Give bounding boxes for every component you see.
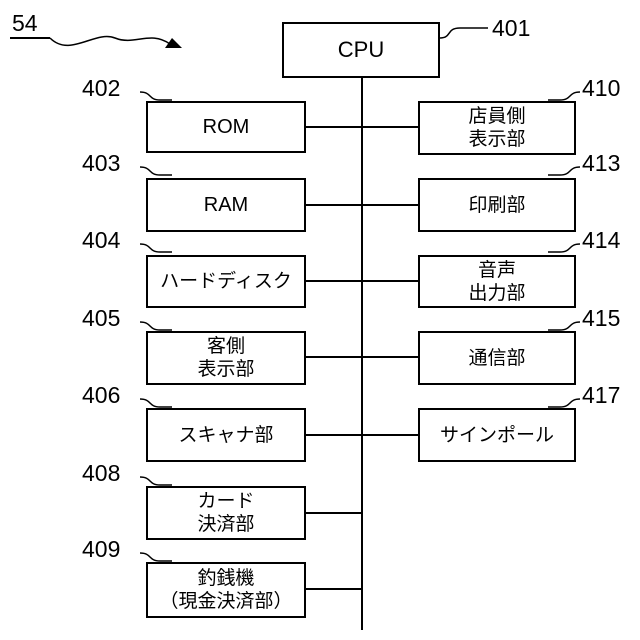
audio-output-label-line2: 出力部 [468,282,525,305]
leader-401 [440,28,488,38]
rom-block: ROM [146,101,306,153]
ram-block: RAM [146,178,306,232]
change-machine-label-line2: （現金決済部） [159,590,292,613]
rom-label: ROM [203,115,250,139]
ref-417: 417 [582,384,620,407]
ref-401: 401 [492,17,530,40]
ram-label: RAM [204,193,248,217]
printer-label: 印刷部 [468,194,525,217]
audio-output-block: 音声 出力部 [418,255,576,308]
card-payment-block: カード 決済部 [146,486,306,540]
figure-label: 54 [12,12,38,35]
leader-409 [140,553,172,561]
ref-410: 410 [582,77,620,100]
figure-wavy-leader [50,37,170,46]
leader-415 [548,322,580,330]
ref-405: 405 [82,307,120,330]
change-machine-block: 釣銭機 （現金決済部） [146,562,306,618]
ref-409: 409 [82,538,120,561]
leader-403 [140,167,172,175]
leader-410 [548,92,580,100]
leader-417 [548,399,580,407]
card-payment-label-line1: カード [197,490,254,513]
card-payment-label-line2: 決済部 [197,513,254,536]
clerk-display-label-line1: 店員側 [468,105,525,128]
communication-block: 通信部 [418,331,576,385]
scanner-label: スキャナ部 [178,424,273,447]
ref-406: 406 [82,384,120,407]
clerk-display-block: 店員側 表示部 [418,101,576,155]
leader-402 [140,92,172,100]
leader-408 [140,477,172,485]
ref-414: 414 [582,229,620,252]
leader-413 [548,167,580,175]
leader-404 [140,244,172,252]
ref-402: 402 [82,77,120,100]
sign-pole-label: サインポール [440,424,554,447]
customer-display-label-line2: 表示部 [197,358,254,381]
leader-405 [140,322,172,330]
audio-output-label-line1: 音声 [468,259,525,282]
customer-display-label-line1: 客側 [197,335,254,358]
clerk-display-label-line2: 表示部 [468,128,525,151]
cpu-label: CPU [338,37,384,63]
leader-414 [548,244,580,252]
printer-block: 印刷部 [418,178,576,232]
scanner-block: スキャナ部 [146,408,306,462]
leader-406 [140,399,172,407]
hard-disk-block: ハードディスク [146,255,306,308]
communication-label: 通信部 [468,347,525,370]
sign-pole-block: サインポール [418,408,576,462]
ref-413: 413 [582,152,620,175]
cpu-block: CPU [282,22,440,78]
ref-403: 403 [82,152,120,175]
change-machine-label-line1: 釣銭機 [159,567,292,590]
ref-404: 404 [82,229,120,252]
customer-display-block: 客側 表示部 [146,331,306,385]
hard-disk-label: ハードディスク [160,270,292,293]
ref-408: 408 [82,462,120,485]
ref-415: 415 [582,307,620,330]
